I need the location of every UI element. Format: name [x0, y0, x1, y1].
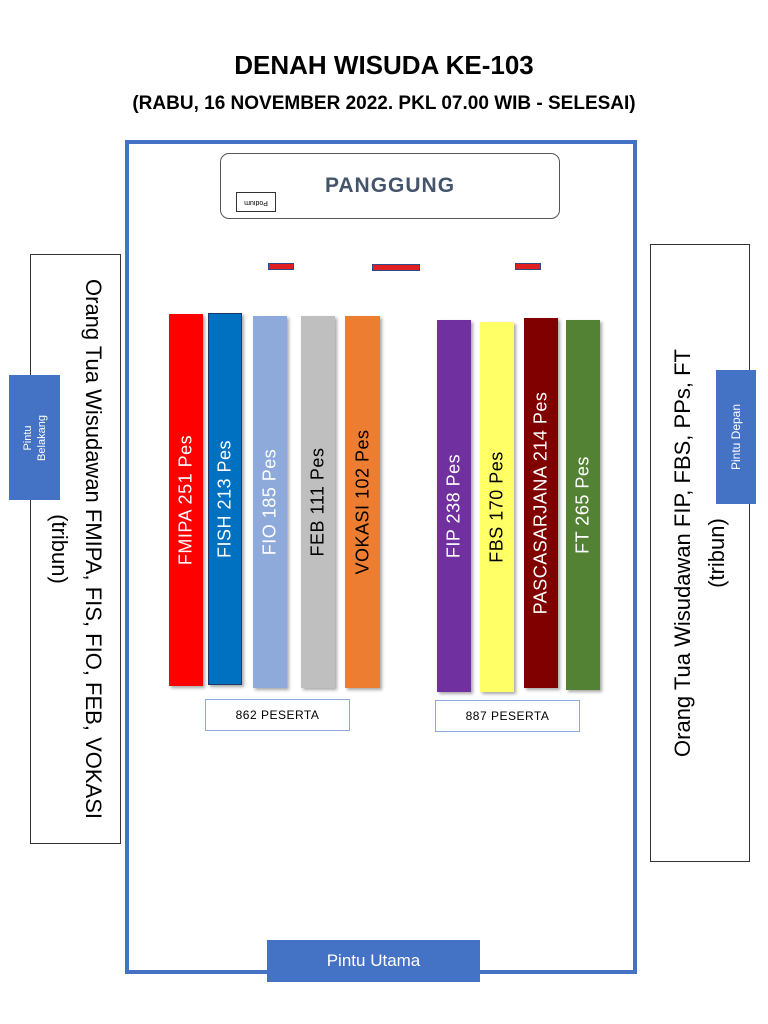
seat-column-fip: FIP 238 Pes [437, 320, 471, 692]
seat-column-label: PASCASARJANA 214 Pes [530, 391, 551, 615]
seat-column-pascasarjana: PASCASARJANA 214 Pes [524, 318, 558, 688]
seat-column-label: FMIPA 251 Pes [175, 434, 196, 566]
seat-column-label: FISH 213 Pes [214, 439, 235, 559]
page-subtitle: (RABU, 16 NOVEMBER 2022. PKL 07.00 WIB -… [132, 93, 636, 114]
right-tribune-title: Orang Tua Wisudawan FIP, FBS, PPs, FT [670, 349, 695, 757]
seat-column-vokasi: VOKASI 102 Pes [345, 316, 380, 688]
front-door: Pintu Depan [716, 370, 756, 504]
seat-column-label: FBS 170 Pes [486, 451, 507, 563]
seat-column-fish: FISH 213 Pes [208, 313, 242, 685]
seat-column-fmipa: FMIPA 251 Pes [169, 314, 203, 686]
seat-column-fio: FIO 185 Pes [253, 316, 287, 688]
seat-column-label: FIP 238 Pes [443, 453, 464, 559]
page-title: DENAH WISUDA KE-103 [234, 50, 534, 80]
seat-column-label: FIO 185 Pes [259, 448, 280, 556]
left-group-total: 862 PESERTA [205, 699, 350, 731]
back-door: Pintu Belakang [9, 375, 60, 500]
stage-label: PANGGUNG [324, 174, 456, 197]
seat-column-label: FT 265 Pes [572, 456, 593, 554]
stage-marker-right [515, 263, 541, 270]
podium-label: Podium [244, 199, 268, 206]
seat-column-ft: FT 265 Pes [566, 320, 600, 690]
right-tribune: Orang Tua Wisudawan FIP, FBS, PPs, FT (t… [650, 244, 750, 862]
main-door: Pintu Utama [267, 940, 480, 982]
seat-column-label: FEB 111 Pes [307, 447, 328, 557]
left-tribune-title: Orang Tua Wisudawan FMIPA, FIS, FIO, FEB… [80, 279, 106, 819]
back-door-label-line1: Pintu [21, 424, 34, 451]
left-tribune-subtitle: (tribun) [46, 514, 72, 584]
left-tribune: Orang Tua Wisudawan FMIPA, FIS, FIO, FEB… [30, 254, 121, 844]
back-door-label: Pintu Belakang [21, 415, 49, 461]
podium: Podium [236, 192, 276, 212]
right-group-total: 887 PESERTA [435, 700, 580, 732]
seat-column-label: VOKASI 102 Pes [352, 429, 372, 575]
front-door-label: Pintu Depan [729, 403, 743, 471]
stage [220, 153, 560, 219]
stage-marker-left [268, 263, 294, 270]
stage-marker-center [372, 264, 420, 271]
left-tribune-text: Orang Tua Wisudawan FMIPA, FIS, FIO, FEB… [42, 279, 110, 819]
seat-column-feb: FEB 111 Pes [301, 316, 335, 688]
seat-column-fbs: FBS 170 Pes [480, 322, 514, 692]
back-door-label-line2: Belakang [35, 414, 48, 461]
